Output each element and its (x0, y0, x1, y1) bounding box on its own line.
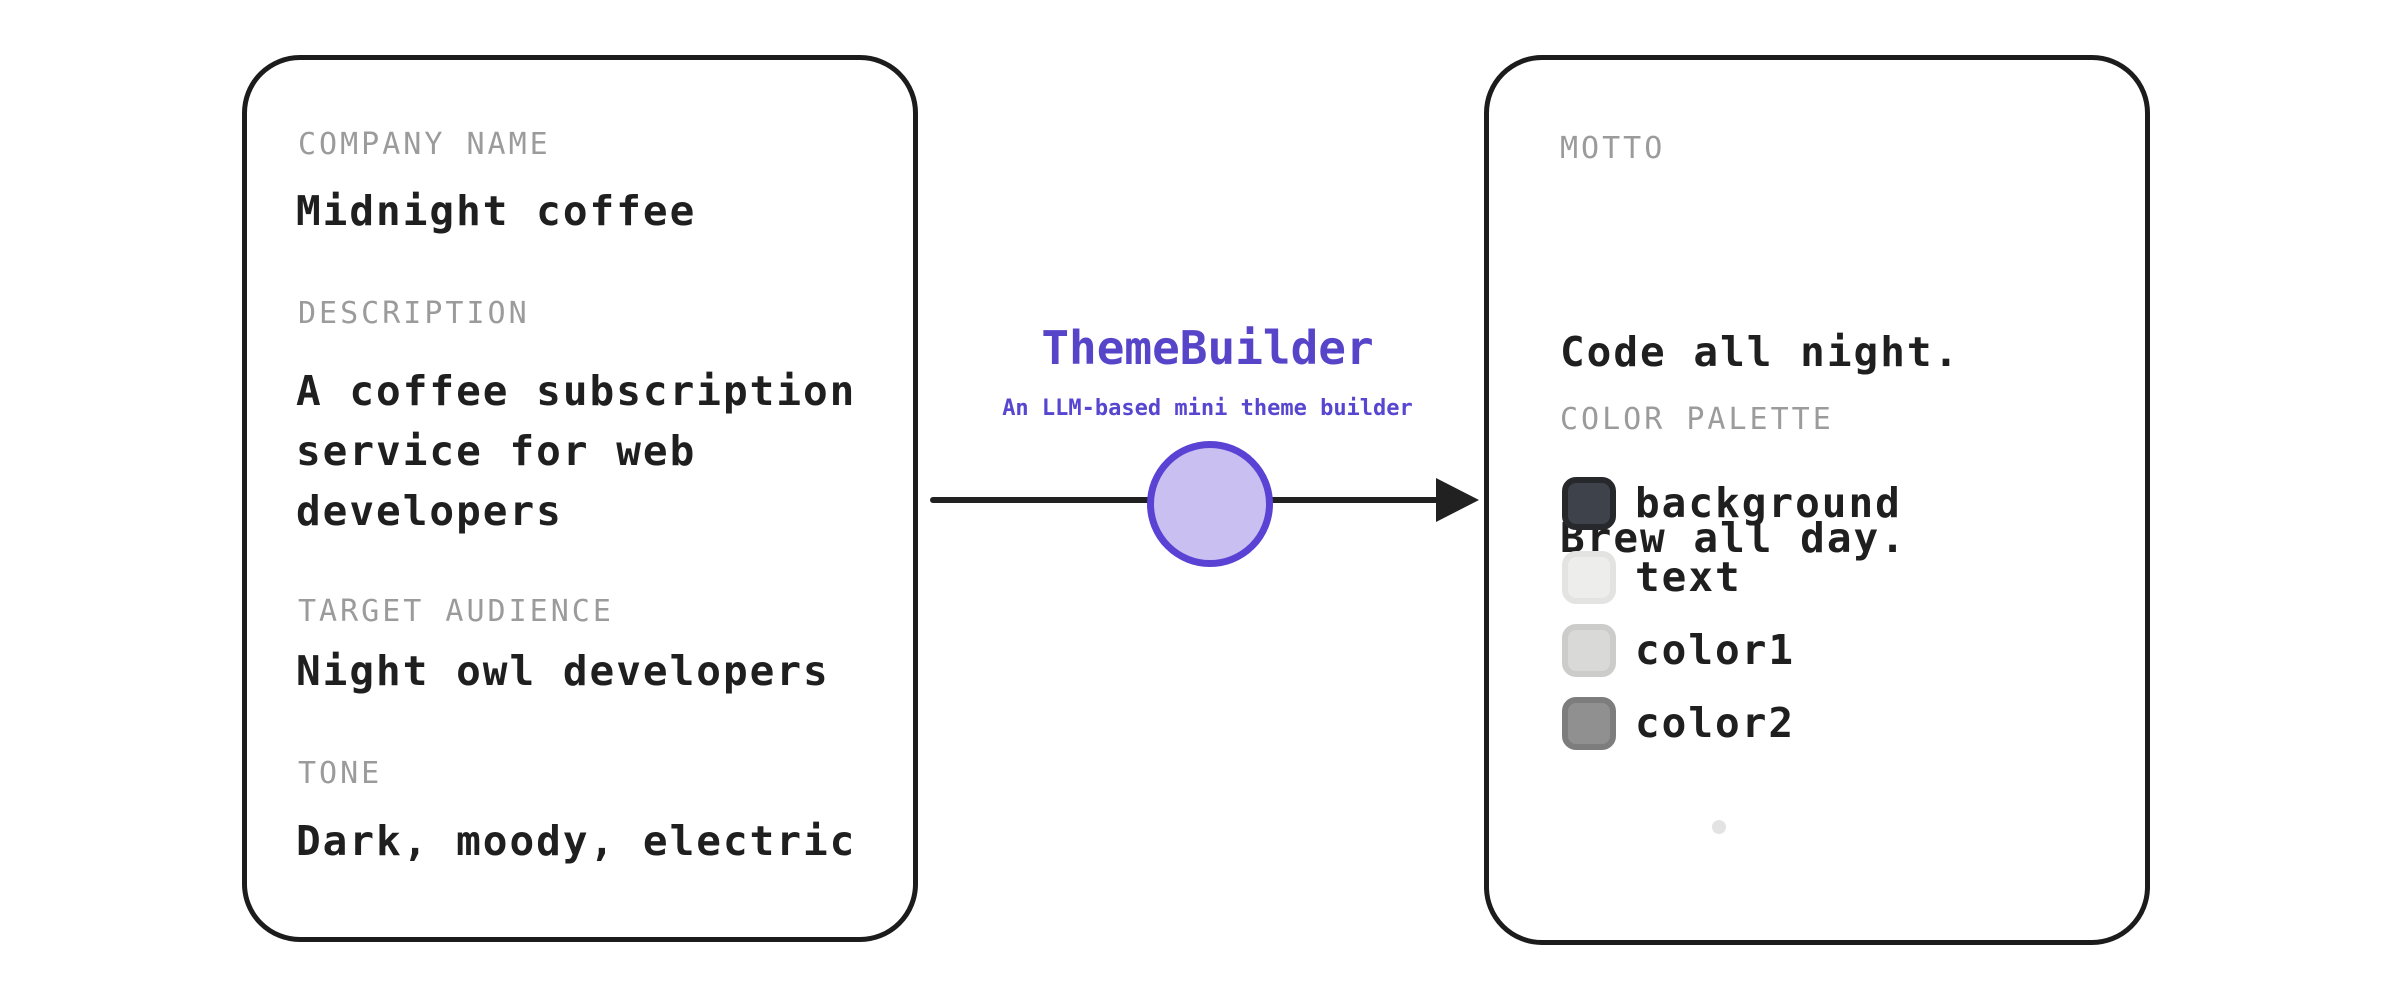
input-brief-card: COMPANY NAME Midnight coffee DESCRIPTION… (242, 55, 918, 942)
palette-name-color2: color2 (1635, 699, 1796, 747)
flow-arrow-head-icon (1436, 478, 1479, 522)
palette-name-color1: color1 (1635, 626, 1796, 674)
field-value-tone: Dark, moody, electric (296, 817, 857, 865)
field-label-description: DESCRIPTION (298, 296, 530, 331)
output-theme-card: MOTTO Code all night. Brew all day. COLO… (1484, 55, 2150, 945)
builder-node-circle-icon (1147, 441, 1273, 567)
color2-swatch-icon (1562, 696, 1616, 750)
field-value-description: A coffee subscription service for web de… (296, 367, 884, 535)
builder-subtitle: An LLM-based mini theme builder (1002, 396, 1413, 421)
field-value-target-audience: Night owl developers (296, 647, 830, 695)
palette-row-background: background (1562, 476, 1902, 530)
color-palette-label: COLOR PALETTE (1560, 402, 1834, 437)
palette-row-color2: color2 (1562, 696, 1795, 750)
field-label-tone: TONE (298, 756, 383, 791)
palette-row-text: text (1562, 550, 1742, 604)
color1-swatch-icon (1562, 623, 1616, 677)
background-color-swatch-icon (1562, 476, 1616, 530)
palette-name-background: background (1635, 479, 1902, 527)
field-value-company-name: Midnight coffee (296, 187, 697, 235)
motto-label: MOTTO (1560, 131, 1666, 166)
field-label-target-audience: TARGET AUDIENCE (298, 594, 614, 629)
builder-title: ThemeBuilder (1041, 321, 1374, 375)
motto-line-1: Code all night. (1560, 328, 1961, 376)
faint-dot-icon (1712, 820, 1726, 834)
field-label-company-name: COMPANY NAME (298, 127, 551, 162)
palette-name-text: text (1635, 553, 1742, 601)
text-color-swatch-icon (1562, 550, 1616, 604)
palette-row-color1: color1 (1562, 623, 1795, 677)
motto-value: Code all night. Brew all day. (1560, 197, 1960, 693)
